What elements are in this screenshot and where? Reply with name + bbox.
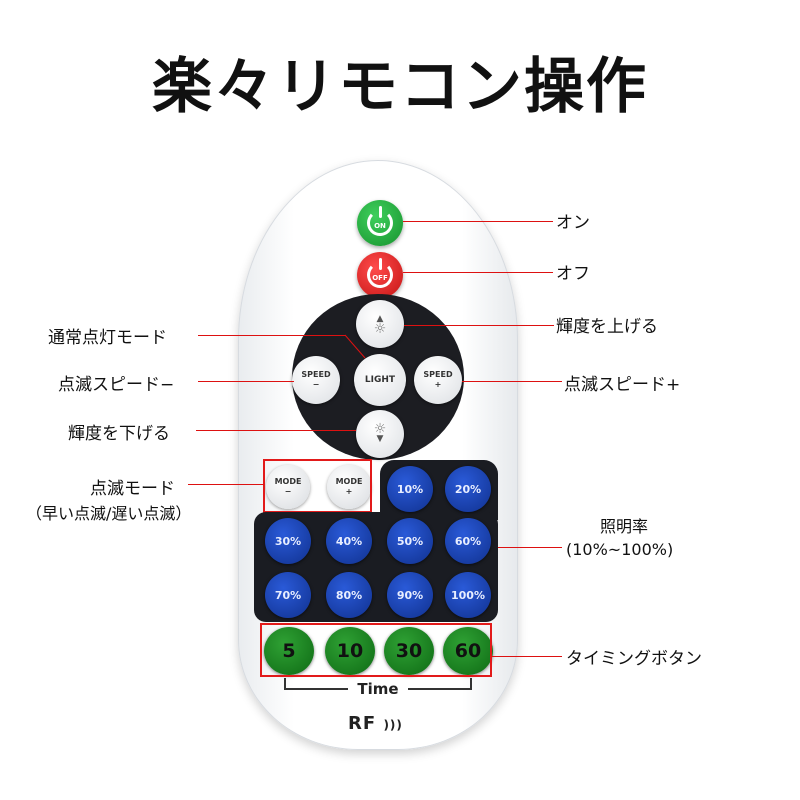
callout-normal-mode: 通常点灯モード (48, 328, 167, 348)
sun-icon: ☼ (373, 321, 387, 337)
minus-sign: − (284, 487, 292, 496)
mode-label: MODE (335, 477, 363, 486)
rf-logo: RF ))) (348, 713, 403, 734)
on-button[interactable]: ON (357, 200, 403, 246)
callout-line-illuminance (498, 547, 562, 548)
callout-line-brightness-down (196, 430, 356, 431)
speed-minus-button[interactable]: SPEED − (292, 356, 340, 404)
brightness-20-button[interactable]: 20% (445, 466, 491, 512)
mode-plus-button[interactable]: MODE + (327, 465, 371, 509)
brightness-70-button[interactable]: 70% (265, 572, 311, 618)
callout-blink-mode-detail: （早い点滅/遅い点滅） (26, 504, 192, 523)
mode-label: MODE (274, 477, 302, 486)
off-text: OFF (372, 274, 388, 282)
callout-brightness-up: 輝度を上げる (556, 317, 658, 337)
brightness-10-button[interactable]: 10% (387, 466, 433, 512)
speed-label: SPEED (301, 370, 331, 379)
callout-line-blink-mode (188, 484, 264, 485)
callout-speed-down: 点滅スピード− (58, 375, 175, 395)
callout-illuminance-range: (10%~100%) (566, 540, 674, 559)
plus-sign: + (345, 487, 353, 496)
brightness-60-button[interactable]: 60% (445, 518, 491, 564)
callout-illuminance-title: 照明率 (600, 517, 649, 536)
brightness-80-button[interactable]: 80% (326, 572, 372, 618)
brightness-30-button[interactable]: 30% (265, 518, 311, 564)
timer-highlight-box (260, 623, 492, 677)
speed-label: SPEED (423, 370, 453, 379)
timer-30-button[interactable]: 30 (384, 627, 434, 675)
off-button[interactable]: OFF (357, 252, 403, 298)
power-icon: ON (367, 206, 393, 236)
callout-off: オフ (556, 264, 590, 284)
callout-line-speed-up (462, 381, 562, 382)
brightness-up-button[interactable]: ▲ ☼ (356, 300, 404, 348)
callout-on: オン (556, 213, 590, 233)
rf-text: RF (348, 713, 377, 734)
page-title: 楽々リモコン操作 (152, 52, 648, 122)
callout-speed-up: 点滅スピード+ (564, 375, 681, 395)
callout-line-on (403, 221, 553, 222)
timer-10-button[interactable]: 10 (325, 627, 375, 675)
callout-line-timer (492, 656, 562, 657)
time-label: Time (348, 680, 408, 698)
light-button[interactable]: LIGHT (354, 354, 406, 406)
light-label: LIGHT (364, 375, 396, 385)
on-text: ON (374, 222, 386, 230)
callout-line-speed-down (198, 381, 294, 382)
plus-sign: + (434, 380, 442, 389)
brightness-50-button[interactable]: 50% (387, 518, 433, 564)
mode-minus-button[interactable]: MODE − (266, 465, 310, 509)
callout-line-normal-mode (198, 335, 346, 336)
callout-line-brightness-up (404, 325, 554, 326)
callout-timer-buttons: タイミングボタン (566, 649, 702, 669)
callout-brightness-down: 輝度を下げる (68, 424, 170, 444)
timer-5-button[interactable]: 5 (264, 627, 314, 675)
speed-plus-button[interactable]: SPEED + (414, 356, 462, 404)
wireless-signal-icon: ))) (383, 718, 403, 732)
mode-highlight-box (263, 459, 372, 513)
callout-blink-mode: 点滅モード (90, 479, 175, 499)
chevron-up-icon: ▲ (376, 314, 384, 324)
brightness-40-button[interactable]: 40% (326, 518, 372, 564)
brightness-100-button[interactable]: 100% (445, 572, 491, 618)
timer-60-button[interactable]: 60 (443, 627, 493, 675)
power-icon: OFF (367, 258, 393, 288)
sun-icon: ☼ (373, 421, 387, 437)
chevron-down-icon: ▼ (376, 434, 384, 444)
minus-sign: − (312, 380, 320, 389)
brightness-down-button[interactable]: ☼ ▼ (356, 410, 404, 458)
callout-line-normal-mode-diagonal (344, 334, 366, 359)
brightness-90-button[interactable]: 90% (387, 572, 433, 618)
callout-line-off (403, 272, 553, 273)
